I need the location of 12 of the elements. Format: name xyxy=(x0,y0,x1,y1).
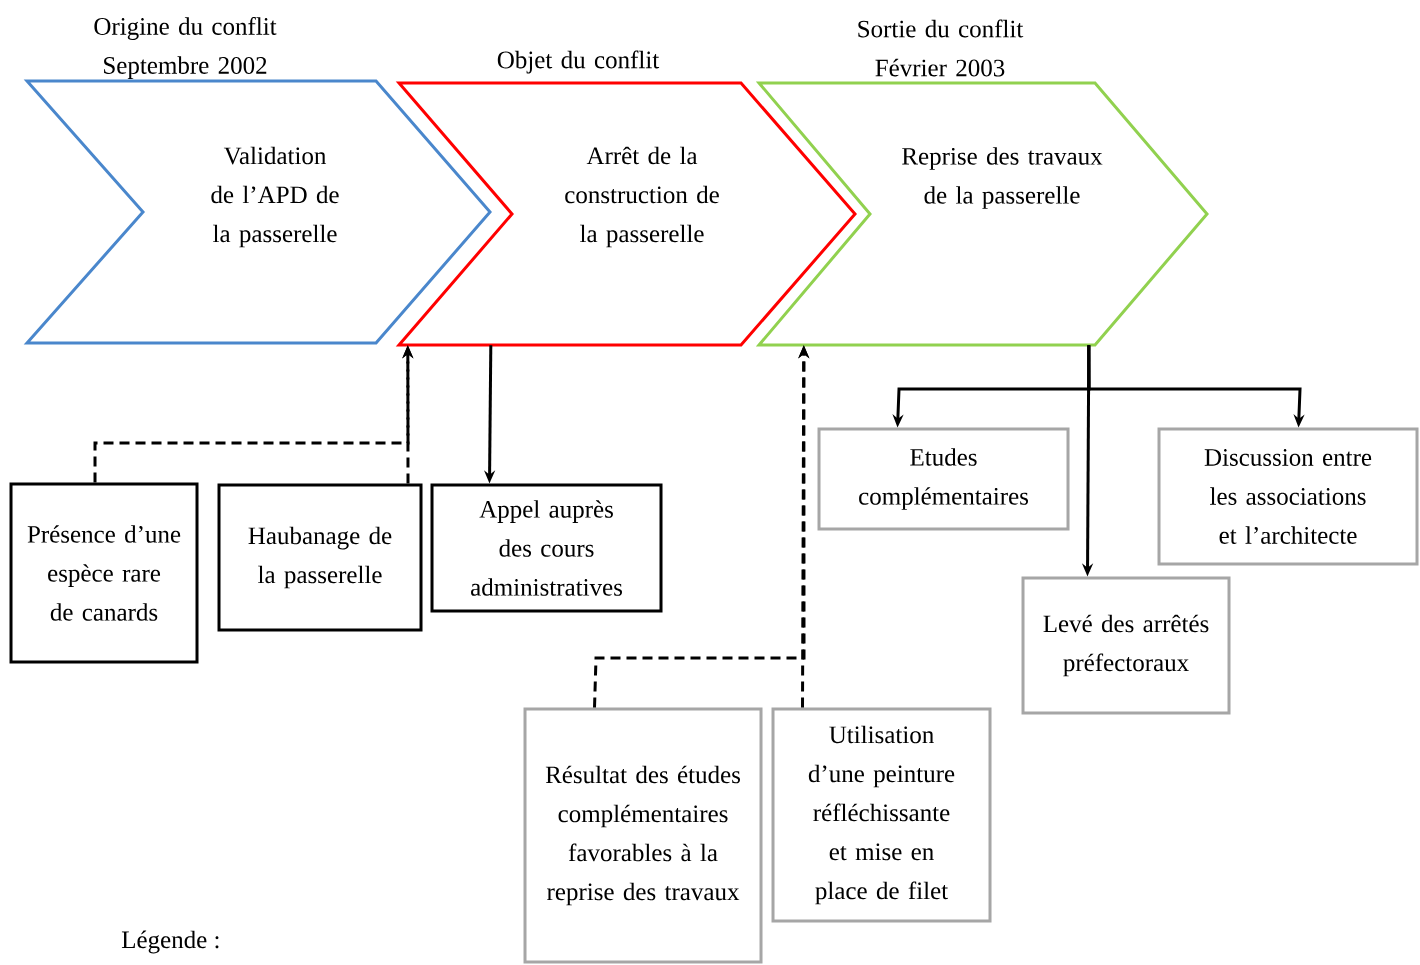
legend-title: Légende : xyxy=(121,930,219,954)
text-box: Discussion entre les associations et l’architecte xyxy=(1157,427,1419,566)
text-box: Appel auprès des cours administratives xyxy=(430,483,663,613)
text-box: Résultat des études complémentaires favorables à la reprise des travaux xyxy=(523,707,763,964)
text-box: Utilisation d’une peinture réfléchissante et mise en place de filet xyxy=(771,707,992,923)
chevron-heading: Objet du conflit xyxy=(497,50,660,74)
text-box: Haubanage de la passerelle xyxy=(217,483,423,632)
chevron-heading: Sortie du conflit Février 2003 xyxy=(858,19,1024,77)
text-box: Levé des arrêtés préfectoraux xyxy=(1021,576,1231,715)
chevron-heading: Origine du conflit Septembre 2002 xyxy=(94,17,277,79)
text-box: Présence d’une espèce rare de canards xyxy=(9,482,199,664)
text-box: Etudes complémentaires xyxy=(817,427,1070,531)
